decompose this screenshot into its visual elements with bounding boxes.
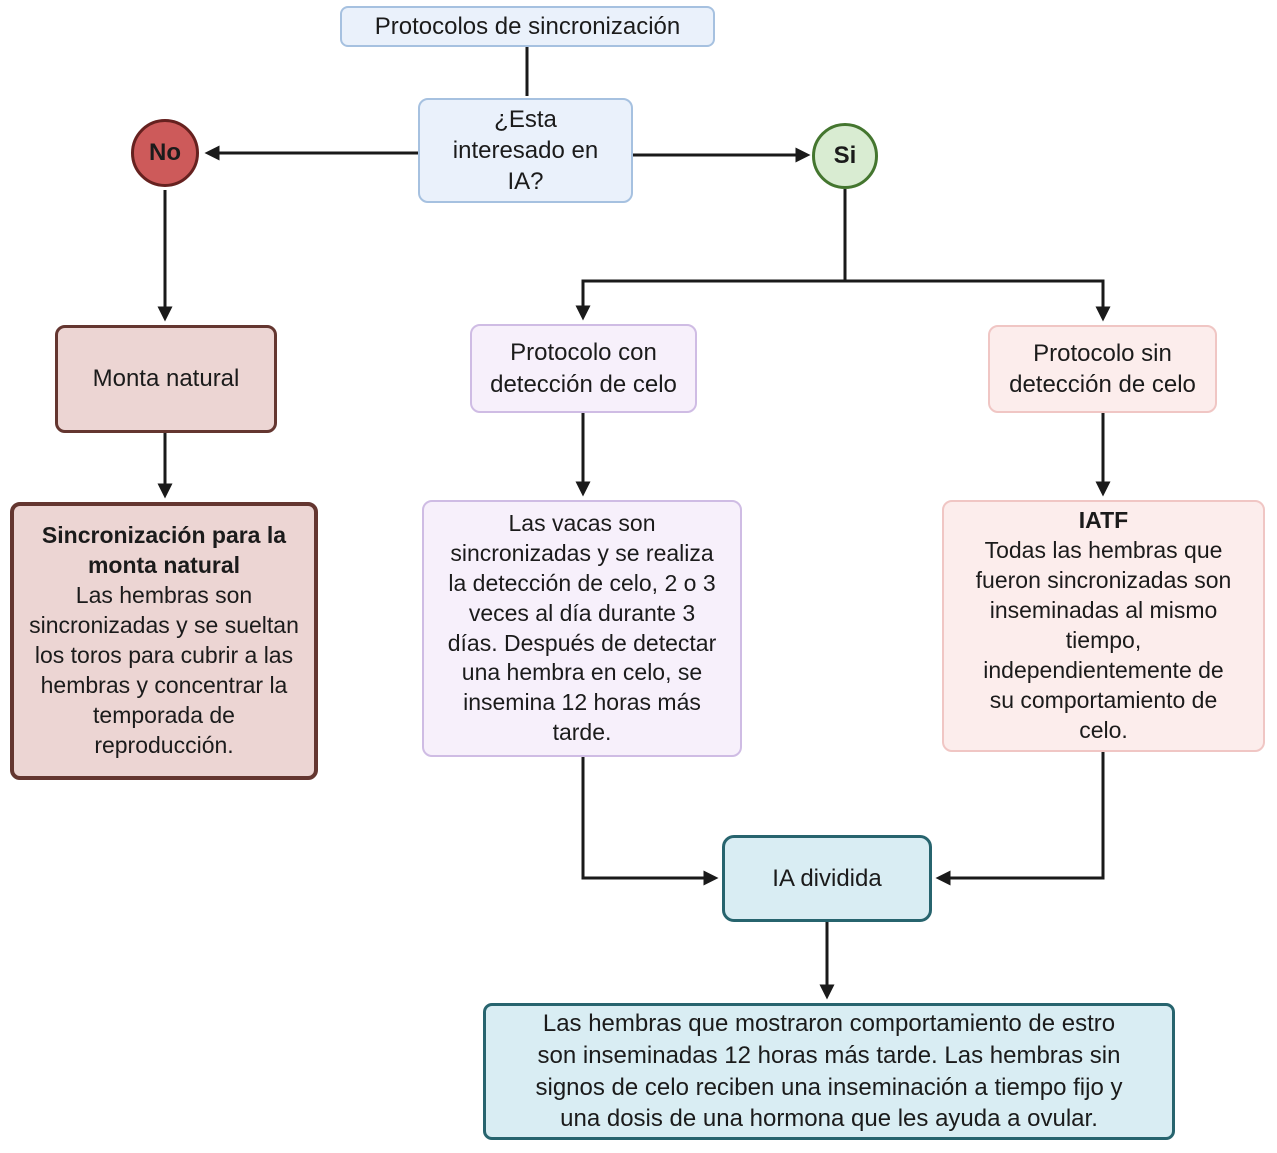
protocolo-con-detail-body: Las vacas son sincronizadas y se realiza… — [447, 509, 717, 746]
si-label: Si — [833, 142, 857, 170]
question-box: ¿Esta interesado en IA? — [418, 98, 633, 203]
title-box: Protocolos de sincronización — [340, 6, 715, 47]
iatf-body: Todas las hembras que fueron sincronizad… — [975, 537, 1232, 743]
si-circle: Si — [812, 123, 878, 189]
final-box: Las hembras que mostraron comportamiento… — [483, 1003, 1175, 1140]
arrow-si-to-con — [575, 279, 845, 321]
protocolo-con-detail-box: Las vacas son sincronizadas y se realiza… — [422, 500, 742, 757]
iatf-box: IATF Todas las hembras que fueron sincro… — [942, 500, 1265, 752]
title-label: Protocolos de sincronización — [374, 12, 681, 40]
protocolo-sin-box: Protocolo sin detección de celo — [988, 325, 1217, 413]
sync-monta-box: Sincronización para la monta natural Las… — [10, 502, 318, 780]
protocolo-con-label: Protocolo con detección de celo — [490, 339, 677, 398]
no-circle: No — [131, 119, 199, 187]
iatf-title: IATF — [1078, 507, 1129, 534]
arrow-si-to-sin — [845, 279, 1111, 322]
no-label: No — [149, 139, 181, 167]
question-label: ¿Esta interesado en IA? — [452, 105, 599, 196]
monta-natural-box: Monta natural — [55, 325, 277, 433]
protocolo-con-box: Protocolo con detección de celo — [470, 324, 697, 413]
ia-dividida-box: IA dividida — [722, 835, 932, 922]
monta-natural-label: Monta natural — [92, 365, 240, 393]
sync-monta-body: Las hembras son sincronizadas y se suelt… — [29, 582, 299, 758]
sync-monta-title: Sincronización para la monta natural — [41, 522, 287, 579]
ia-dividida-label: IA dividida — [772, 864, 882, 892]
protocolo-sin-label: Protocolo sin detección de celo — [1009, 339, 1196, 398]
arrow-iatf-to-iadividida — [935, 752, 1105, 886]
final-body: Las hembras que mostraron comportamiento… — [535, 1009, 1123, 1133]
arrow-detail-to-iadividida — [581, 757, 719, 886]
